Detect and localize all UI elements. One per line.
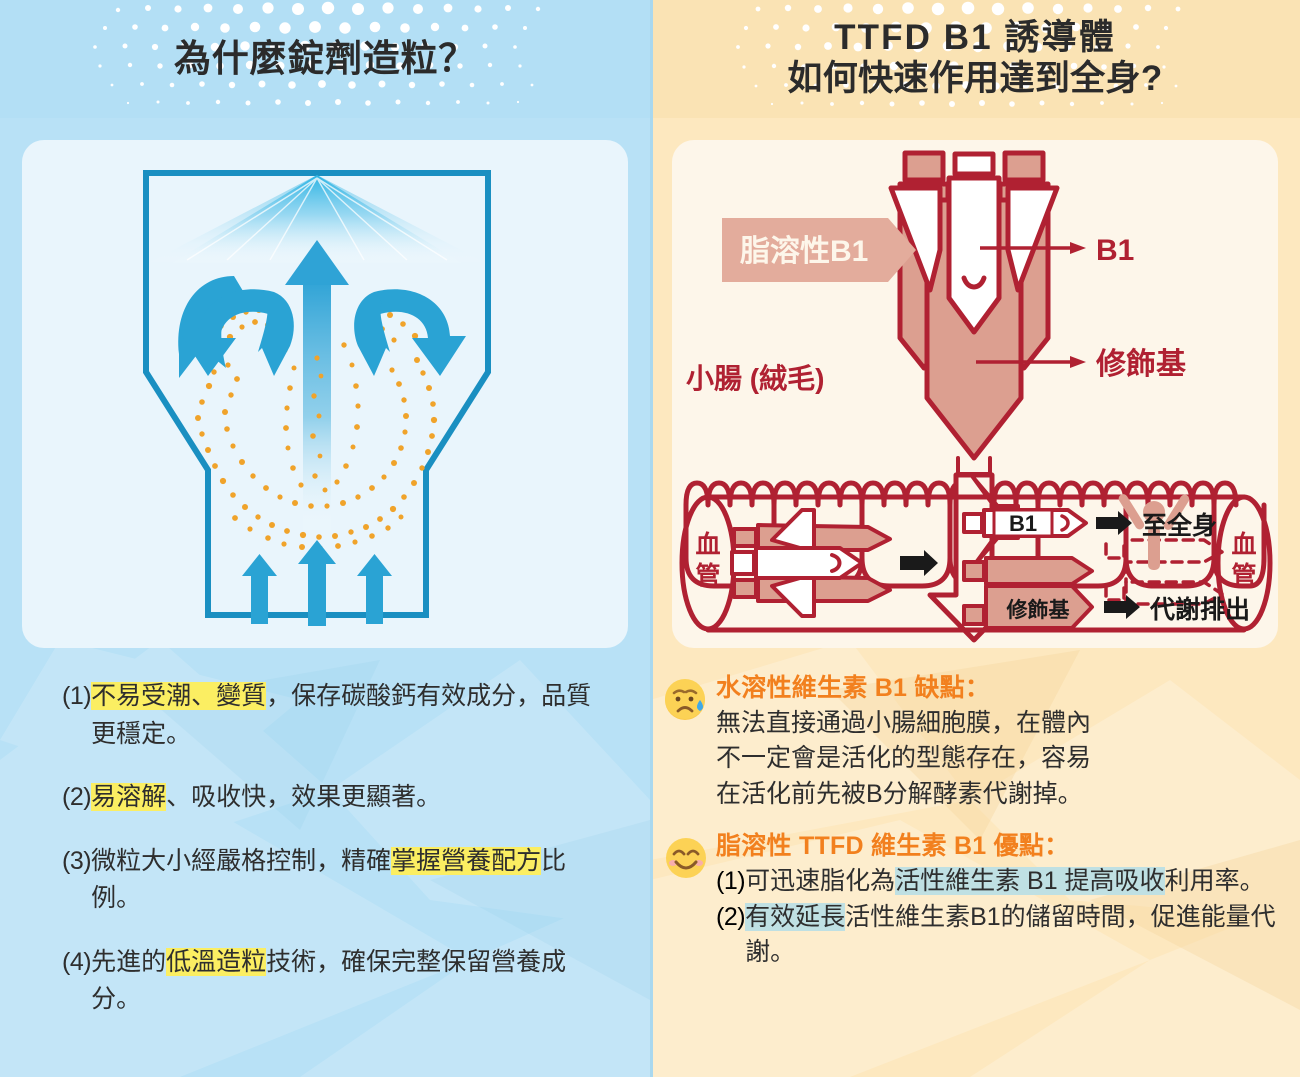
subitem-number: (1) — [716, 867, 746, 895]
left-page-title: 為什麼錠劑造粒？ — [174, 37, 476, 79]
subitem-text: 可迅速脂化為活性維生素 B1 提高吸收利用率。 — [745, 864, 1265, 900]
central-up-arrow — [285, 240, 349, 530]
spray-cone — [150, 175, 484, 263]
fragment-labels: B1 修飾基 — [992, 508, 1071, 622]
right-panel: TTFD B1 誘導體 如何快速作用達到全身? — [650, 0, 1300, 1077]
list-item-number: (2) — [62, 783, 92, 811]
list-item-number: (1) — [62, 682, 92, 710]
list-item-text: 微粒大小經嚴格控制，精確掌握營養配方比例。 — [91, 843, 602, 918]
vessel-left-label-1: 血 — [695, 531, 720, 559]
b1-label: B1 — [1096, 234, 1134, 267]
plain-text: 可迅速脂化為 — [745, 867, 896, 895]
plain-text: 利用率。 — [1164, 867, 1265, 895]
fluid-bed-granulator-diagram — [143, 170, 491, 626]
highlight-yellow: 不易受潮、變質 — [91, 682, 267, 710]
subitem-text: 有效延長活性維生素B1的儲留時間，促進能量代謝。 — [745, 900, 1292, 971]
disadvantage-heading: 水溶性維生素 B1 缺點： — [716, 674, 991, 702]
split-arrow — [900, 550, 938, 576]
plain-text: 、吸收快，效果更顯著。 — [166, 783, 442, 811]
plain-text: 技術，確保完整保留營養成分。 — [91, 947, 567, 1014]
label-leaders — [976, 242, 1086, 368]
capsule-modifier-label: 修飾基 — [1006, 598, 1071, 622]
list-item-number: (3) — [62, 846, 92, 875]
to-body-label: 至全身 — [1142, 511, 1217, 540]
disadvantage-block: 水溶性維生素 B1 缺點： 無法直接通過小腸細胞膜，在體內 不一定會是活化的型態… — [662, 672, 1292, 812]
highlight-blue: 活性維生素 B1 提高吸收 — [895, 867, 1165, 895]
subitem-number: (2) — [716, 902, 746, 931]
granulator-illustration-card — [22, 140, 628, 648]
advantage-heading: 脂溶性 TTFD 維生素 B1 優點： — [716, 832, 1070, 861]
left-benefits-list: (1) 不易受潮、變質，保存碳酸鈣有效成分，品質更穩定。 (2) 易溶解、吸收快… — [62, 678, 602, 1019]
human-figure — [1118, 494, 1190, 570]
highlight-yellow: 掌握營養配方 — [391, 846, 542, 875]
ttfd-illustration-card: 脂溶性B1 B1 修飾基 小腸 (絨毛) 血 管 血 管 — [672, 140, 1278, 648]
chamber-outline — [143, 170, 491, 618]
list-item-number: (4) — [62, 947, 92, 976]
lipid-soluble-banner: 脂溶性B1 — [722, 218, 916, 282]
capsule-b1-label: B1 — [1009, 511, 1037, 536]
modifier-label: 修飾基 — [1095, 347, 1186, 381]
intestine-label: 小腸 (絨毛) — [686, 363, 824, 394]
list-item-text: 易溶解、吸收快，效果更顯著。 — [91, 779, 441, 817]
disadvantage-line-1: 無法直接通過小腸細胞膜，在體內 — [716, 708, 1092, 737]
plain-text: 微粒大小經嚴格控制，精確 — [91, 846, 392, 875]
disadvantage-line-2: 不一定會是活化的型態存在，容易 — [716, 744, 1092, 773]
plain-text: 活性維生素B1的儲留時間，促進能量代謝。 — [745, 902, 1276, 967]
vertical-capsule — [888, 150, 1060, 476]
plain-text: 先進的 — [91, 947, 167, 976]
vessel-left-label-2: 管 — [695, 561, 720, 590]
right-page-title: TTFD B1 誘導體 如何快速作用達到全身? — [787, 18, 1162, 99]
left-panel: 為什麼錠劑造粒？ — [0, 0, 650, 1077]
right-text-blocks: 水溶性維生素 B1 缺點： 無法直接通過小腸細胞膜，在體內 不一定會是活化的型態… — [662, 672, 1292, 971]
highlight-blue: 有效延長 — [745, 902, 846, 931]
outcome-arrows — [1096, 511, 1140, 619]
excreted-label: 代謝排出 — [1149, 596, 1250, 624]
right-title-line1: TTFD B1 誘導體 — [834, 18, 1116, 58]
banner-label: 脂溶性B1 — [740, 234, 868, 268]
list-item: (4) 先進的低溫造粒技術，確保完整保留營養成分。 — [62, 944, 602, 1019]
blood-vessel — [679, 494, 1273, 633]
circulation-arrows — [182, 289, 466, 376]
highlight-yellow: 低溫造粒 — [166, 947, 267, 976]
advantage-block: 脂溶性 TTFD 維生素 B1 優點： (1) 可迅速脂化為活性維生素 B1 提… — [662, 830, 1292, 970]
list-item: (3) 微粒大小經嚴格控制，精確掌握營養配方比例。 — [62, 843, 602, 918]
horizontal-capsule — [730, 508, 892, 618]
panel-divider — [650, 0, 653, 1077]
list-item-text: 不易受潮、變質，保存碳酸鈣有效成分，品質更穩定。 — [91, 678, 602, 753]
list-item-text: 先進的低溫造粒技術，確保完整保留營養成分。 — [91, 944, 602, 1019]
vessel-right-label-1: 血 — [1231, 531, 1256, 559]
advantage-subitem: (2) 有效延長活性維生素B1的儲留時間，促進能量代謝。 — [716, 900, 1292, 971]
crying-face-icon — [665, 679, 705, 720]
disadvantage-body: 水溶性維生素 B1 缺點： 無法直接通過小腸細胞膜，在體內 不一定會是活化的型態… — [716, 672, 1292, 812]
highlight-yellow: 易溶解 — [91, 783, 167, 811]
plain-text: 比例。 — [91, 846, 567, 913]
modifier-fragment — [962, 556, 1094, 630]
list-item: (1) 不易受潮、變質，保存碳酸鈣有效成分，品質更穩定。 — [62, 678, 602, 753]
advantage-body: 脂溶性 TTFD 維生素 B1 優點： (1) 可迅速脂化為活性維生素 B1 提… — [716, 830, 1292, 970]
plain-text: ，保存碳酸鈣有效成分，品質更穩定。 — [91, 682, 592, 748]
list-item: (2) 易溶解、吸收快，效果更顯著。 — [62, 779, 602, 817]
advantage-subitem: (1) 可迅速脂化為活性維生素 B1 提高吸收利用率。 — [716, 864, 1292, 900]
right-title-line2: 如何快速作用達到全身? — [787, 59, 1163, 98]
vessel-right-label-2: 管 — [1231, 561, 1256, 590]
smiling-face-icon — [666, 838, 706, 879]
inlet-arrows — [242, 540, 392, 626]
disadvantage-line-3: 在活化前先被B分解酵素代謝掉。 — [716, 779, 1083, 808]
right-header: TTFD B1 誘導體 如何快速作用達到全身? — [650, 0, 1300, 118]
ttfd-absorption-diagram: 脂溶性B1 B1 修飾基 小腸 (絨毛) 血 管 血 管 — [679, 150, 1273, 643]
left-header: 為什麼錠劑造粒？ — [0, 0, 650, 118]
